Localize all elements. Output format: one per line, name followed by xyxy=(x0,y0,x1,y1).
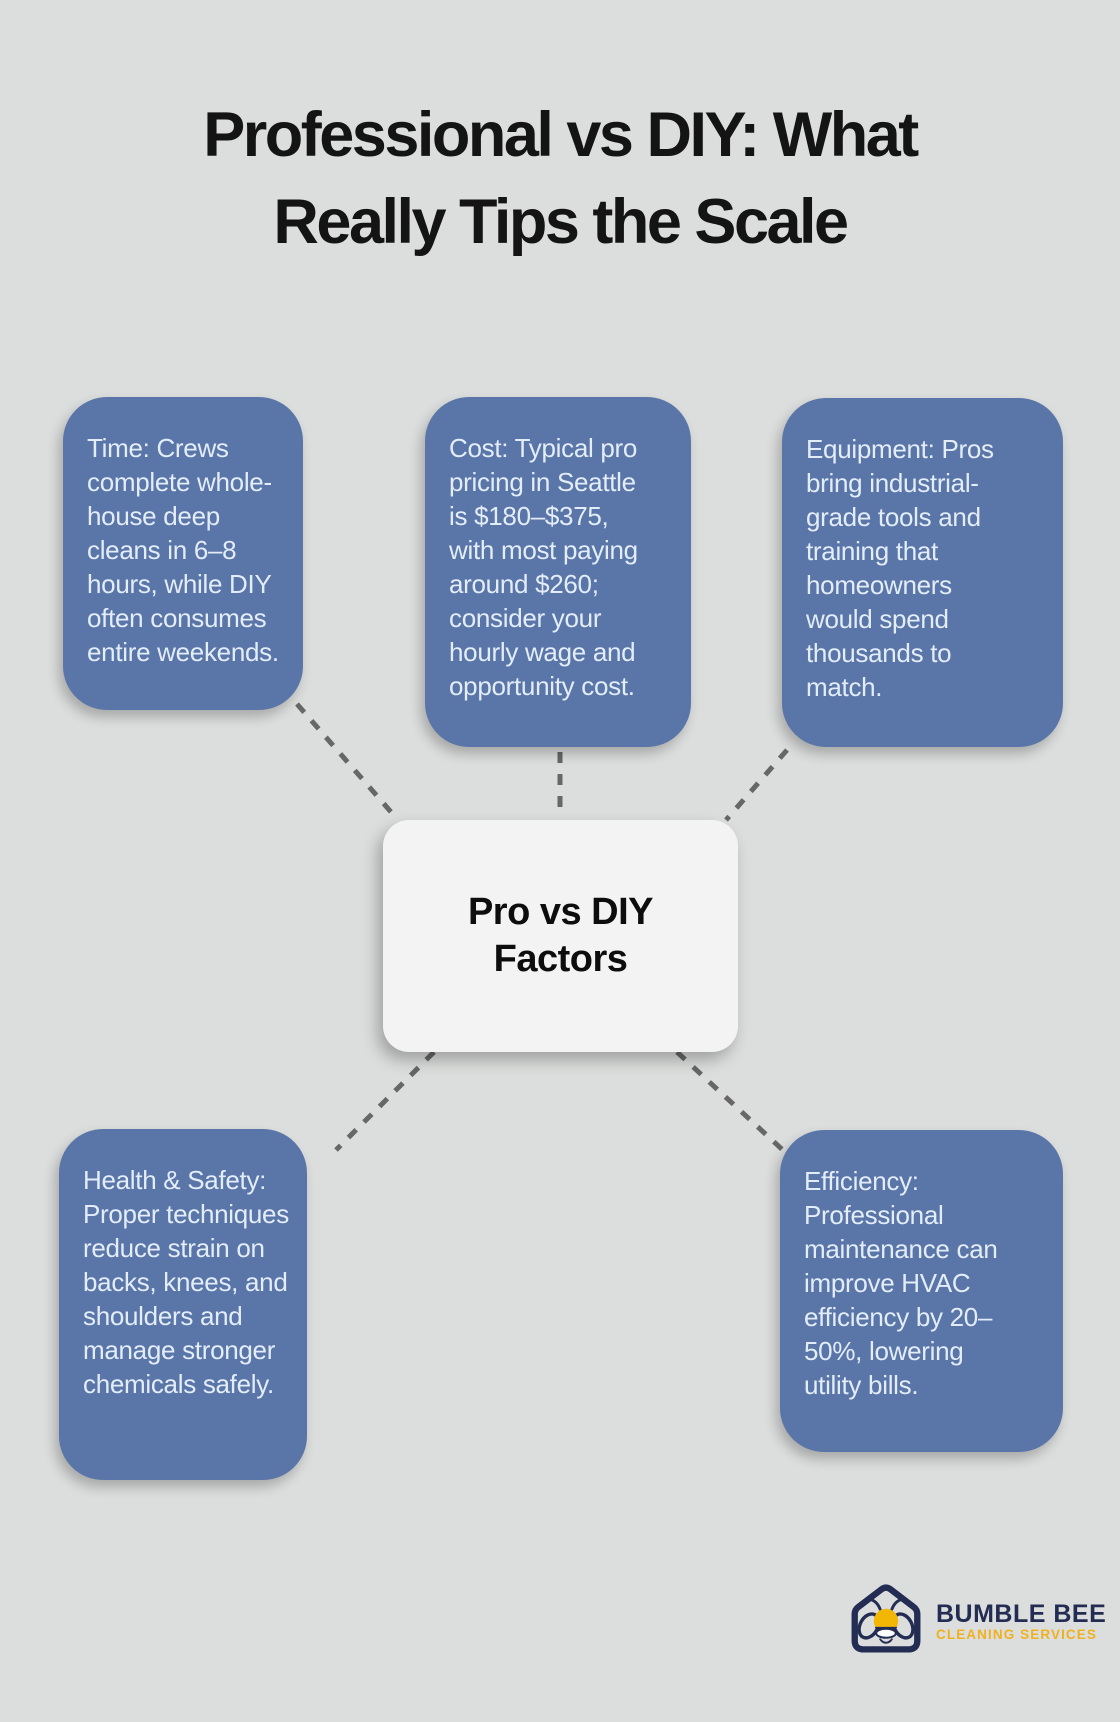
brand-tagline: CLEANING SERVICES xyxy=(936,1627,1097,1642)
page-title-line2: Really Tips the Scale xyxy=(273,187,849,257)
factor-text-equipment: Equipment: Pros bring industrial-grade t… xyxy=(806,434,994,702)
connector-equipment-to-center xyxy=(724,748,789,822)
factor-text-cost: Cost: Typical pro pricing in Seattle is … xyxy=(449,433,638,701)
brand-name: BUMBLE BEE xyxy=(936,1600,1107,1628)
page-title: Professional vs DIY: What Really Tips th… xyxy=(110,92,1010,266)
center-node-line1: Pro vs DIY xyxy=(467,891,654,933)
brand-logo-text: BUMBLE BEE CLEANING SERVICES xyxy=(936,1601,1106,1643)
factor-box-health-safety: Health & Safety: Proper techniques reduc… xyxy=(59,1129,307,1480)
brand-logo: BUMBLE BEE CLEANING SERVICES xyxy=(842,1578,1106,1666)
connector-time-to-center xyxy=(295,702,400,822)
factor-text-time: Time: Crews complete whole-house deep cl… xyxy=(87,433,279,667)
factor-box-time: Time: Crews complete whole-house deep cl… xyxy=(63,397,303,710)
factor-box-equipment: Equipment: Pros bring industrial-grade t… xyxy=(782,398,1063,747)
page-title-line1: Professional vs DIY: What xyxy=(203,100,919,170)
connector-center-to-health xyxy=(334,1050,436,1152)
center-node: Pro vs DIY Factors xyxy=(383,820,738,1052)
connector-center-to-efficiency xyxy=(675,1050,788,1155)
house-bee-icon xyxy=(851,1584,921,1653)
factor-box-efficiency: Efficiency: Professional maintenance can… xyxy=(780,1130,1063,1452)
factor-text-health-safety: Health & Safety: Proper techniques reduc… xyxy=(83,1165,289,1399)
factor-text-efficiency: Efficiency: Professional maintenance can… xyxy=(804,1166,998,1400)
factor-box-cost: Cost: Typical pro pricing in Seattle is … xyxy=(425,397,691,747)
center-node-line2: Factors xyxy=(493,938,628,980)
